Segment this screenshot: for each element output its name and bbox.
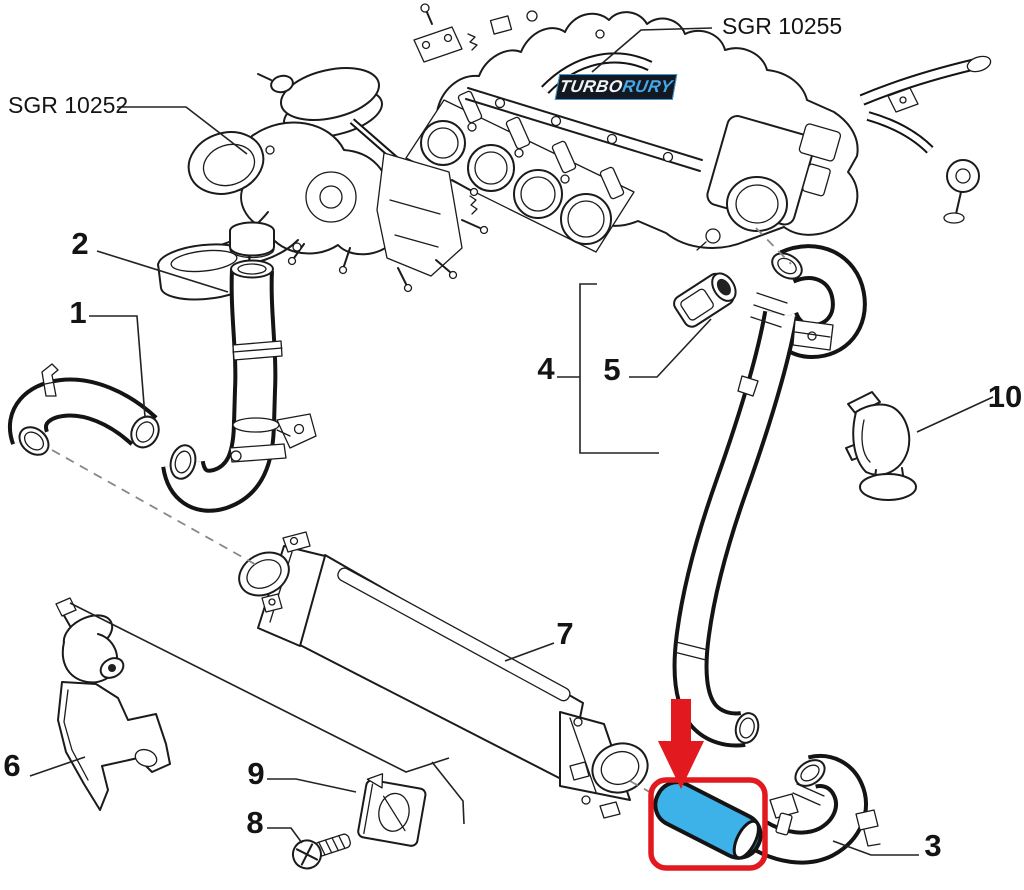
part-label-4: 4 — [537, 351, 555, 386]
brand-badge-secondary: RURY — [620, 77, 675, 96]
turbocharger-drawing — [157, 67, 489, 301]
part-label-2: 2 — [71, 226, 89, 261]
clip-plate-drawing — [357, 773, 427, 847]
part-label-9: 9 — [247, 756, 265, 791]
highlighted-hose-drawing — [653, 780, 763, 860]
part-label-7: 7 — [556, 616, 574, 651]
highlight-arrow-icon — [658, 699, 704, 789]
callout-leader-lines — [29, 27, 994, 856]
intercooler-drawing — [238, 531, 649, 819]
intake-manifold-drawing — [405, 3, 992, 253]
part-label-8: 8 — [246, 805, 264, 840]
part-label-10: 10 — [987, 379, 1023, 414]
sgr-code-left: SGR 10252 — [8, 92, 129, 118]
part-label-6: 6 — [3, 748, 21, 783]
hose-2-drawing — [161, 221, 317, 513]
map-sensor-drawing — [673, 272, 737, 328]
brand-badge-primary: TURBO — [557, 77, 625, 96]
hose-3-drawing — [748, 754, 881, 865]
hose-1-drawing — [8, 363, 160, 456]
sgr-code-right: SGR 10255 — [722, 13, 843, 39]
part-label-3: 3 — [924, 828, 942, 863]
hose-clip-drawing — [845, 391, 917, 501]
part-label-5: 5 — [603, 352, 621, 387]
part-label-1: 1 — [69, 295, 87, 330]
bracket-valve-drawing — [55, 597, 171, 811]
location-indicator-lines — [69, 602, 465, 825]
screw-drawing — [291, 833, 351, 870]
hose-4-drawing — [672, 244, 867, 748]
highlight-box — [648, 777, 768, 871]
